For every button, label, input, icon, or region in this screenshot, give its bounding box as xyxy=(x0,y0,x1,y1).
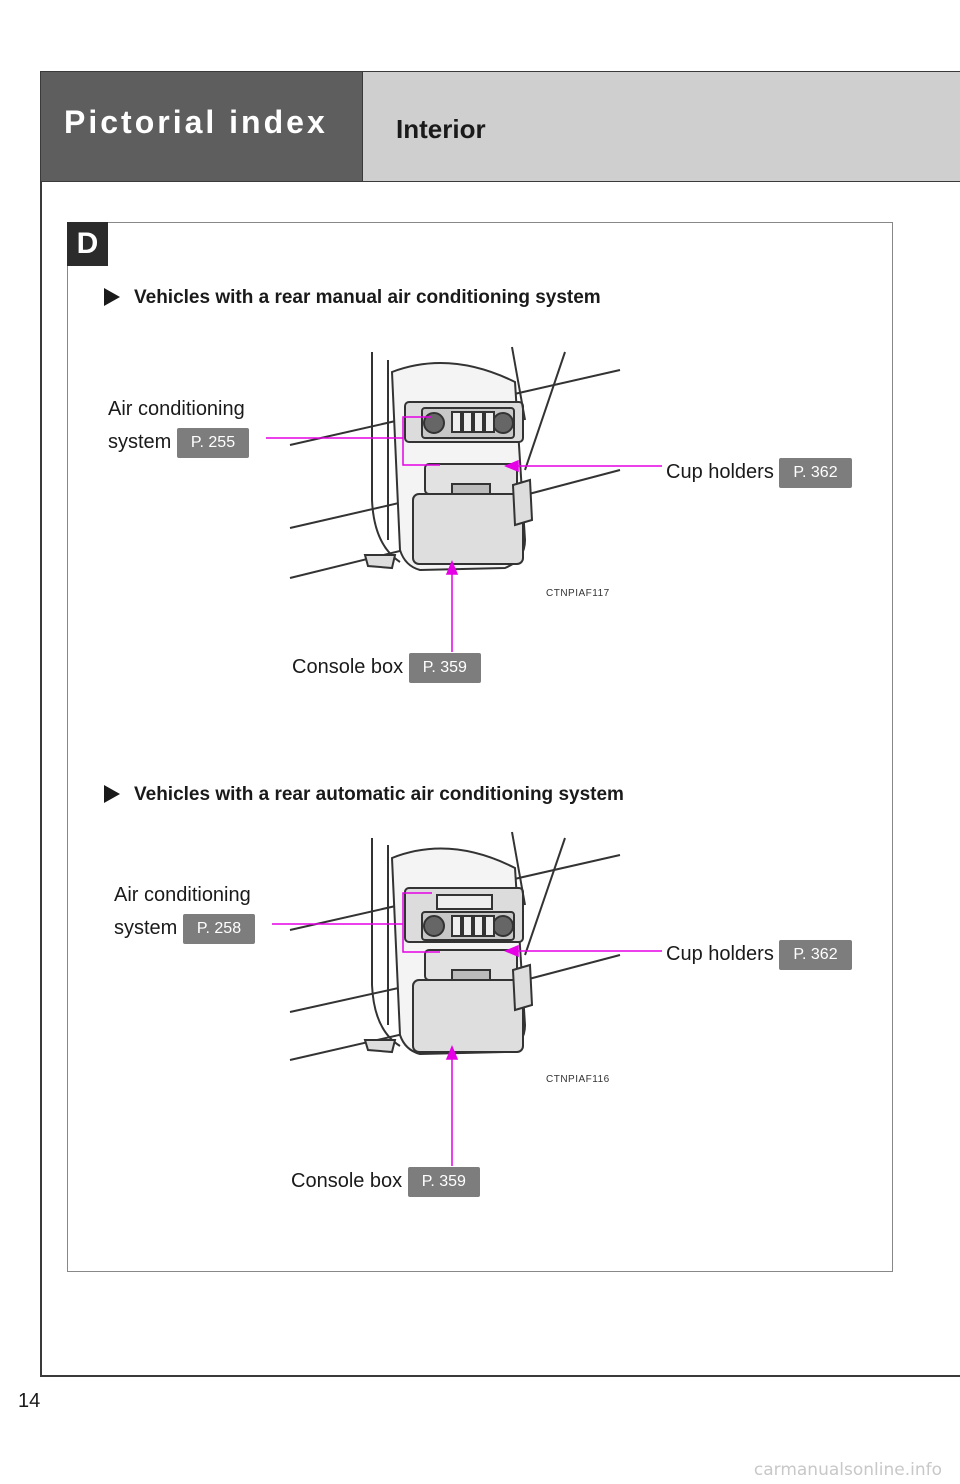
header-tab-light xyxy=(362,72,960,182)
section-title: Pictorial index xyxy=(64,104,328,140)
heading-auto-text: Vehicles with a rear automatic air condi… xyxy=(134,784,624,805)
callout-lines xyxy=(266,416,662,1166)
console-label-manual: Console box P. 359 xyxy=(292,653,481,683)
ac-ref-manual[interactable]: P. 255 xyxy=(176,428,250,458)
ac-label-auto: system P. 258 xyxy=(114,914,256,944)
header-divider xyxy=(41,181,960,182)
section-badge: D xyxy=(67,222,108,266)
console-ref-auto[interactable]: P. 359 xyxy=(407,1167,480,1197)
ac-label-line2-manual: system xyxy=(108,431,172,453)
triangle-bullet-icon xyxy=(104,288,120,306)
heading-manual-text: Vehicles with a rear manual air conditio… xyxy=(134,287,601,308)
cup-label-auto: Cup holders P. 362 xyxy=(666,940,852,970)
console-illustration-manual xyxy=(289,346,621,579)
console-ref-manual[interactable]: P. 359 xyxy=(408,653,481,683)
console-label-text-manual: Console box xyxy=(292,656,404,678)
console-illustration-auto xyxy=(289,831,621,1061)
cup-label-text-manual: Cup holders xyxy=(666,461,774,483)
console-label-text-auto: Console box xyxy=(291,1170,403,1192)
ac-label-line1-auto: Air conditioning xyxy=(114,884,251,906)
content-panel xyxy=(67,222,893,1272)
cup-ref-manual[interactable]: P. 362 xyxy=(779,458,852,488)
triangle-bullet-icon xyxy=(104,785,120,803)
page-frame xyxy=(40,71,960,1377)
watermark: carmanualsonline.info xyxy=(753,1460,942,1480)
heading-manual: Vehicles with a rear manual air conditio… xyxy=(104,287,601,309)
cup-ref-auto[interactable]: P. 362 xyxy=(779,940,852,970)
page-number: 14 xyxy=(18,1390,41,1412)
heading-auto: Vehicles with a rear automatic air condi… xyxy=(104,784,624,806)
header-tab-dark xyxy=(41,72,362,182)
ac-label-line2-auto: system xyxy=(114,917,178,939)
ac-ref-auto[interactable]: P. 258 xyxy=(182,914,256,944)
page-subtitle: Interior xyxy=(396,114,486,144)
figure-code-manual: CTNPIAF117 xyxy=(546,588,610,599)
cup-label-text-auto: Cup holders xyxy=(666,943,774,965)
console-label-auto: Console box P. 359 xyxy=(291,1167,480,1197)
figure-code-auto: CTNPIAF116 xyxy=(546,1074,610,1085)
ac-label-line1-manual: Air conditioning xyxy=(108,398,245,420)
ac-label-manual: system P. 255 xyxy=(108,428,250,458)
cup-label-manual: Cup holders P. 362 xyxy=(666,458,852,488)
